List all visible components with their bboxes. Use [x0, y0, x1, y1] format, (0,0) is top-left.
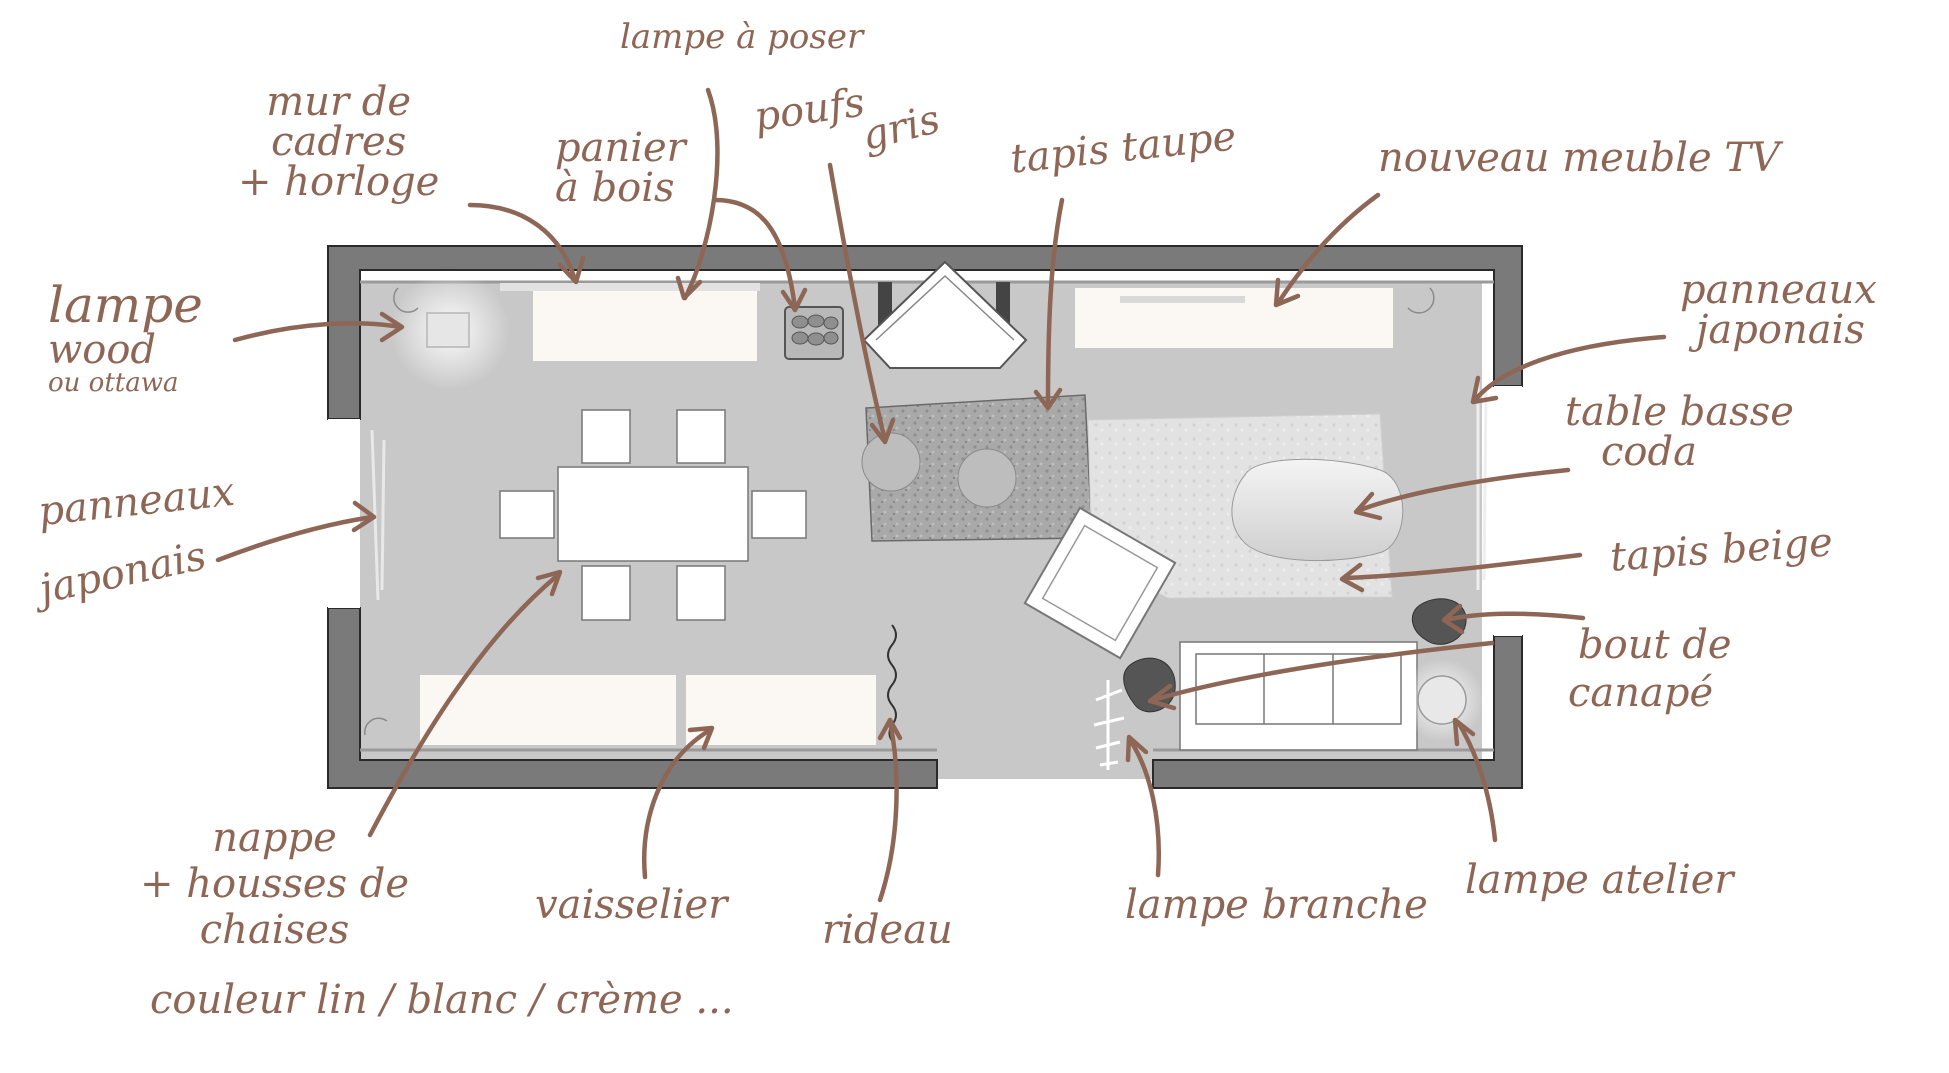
label-lampe-a-poser: lampe à poser [620, 17, 864, 57]
buffet-left [420, 675, 676, 745]
label-lampe-branche: lampe branche [1125, 882, 1428, 928]
label-lampe-wood-l2: wood [48, 327, 157, 373]
label-mur-de-cadres: mur de cadres + horloge [238, 82, 439, 202]
label-bout-l2: canapé [1568, 670, 1714, 716]
label-lampe-wood-l1: lampe [48, 276, 203, 334]
buffet-right [686, 675, 876, 745]
label-panier-l2: à bois [555, 165, 675, 211]
label-nappe-l1: nappe [212, 815, 337, 861]
label-bout-l1: bout de [1578, 622, 1732, 668]
atelier-lamp [1417, 675, 1467, 725]
label-mur-de-cadres-l2: cadres [271, 119, 407, 165]
label-lampe-wood-l3: ou ottawa [48, 368, 179, 398]
label-nouveau-meuble-tv: nouveau meuble TV [1378, 135, 1780, 181]
label-panier-l1: panier [555, 125, 686, 171]
pouf-2 [957, 448, 1017, 508]
label-couleur: couleur lin / blanc / crème ... [150, 977, 734, 1023]
label-table-basse-l2: coda [1601, 429, 1697, 475]
fireplace [862, 260, 1028, 369]
left-window [328, 419, 360, 608]
sideboard-top [533, 291, 757, 361]
branch-lamp [1093, 680, 1125, 770]
label-lampe-wood: lampe wood ou ottawa [48, 280, 203, 396]
label-rideau: rideau [822, 907, 953, 953]
pouf-1 [861, 432, 921, 492]
label-panneaux-japonais-right: panneaux japonais [1680, 270, 1877, 350]
label-mur-de-cadres-l3: + horloge [238, 159, 440, 205]
dining-set [499, 409, 807, 621]
label-pj-right-l2: japonais [1696, 307, 1865, 353]
coffee-table [1231, 458, 1404, 562]
armchair [1023, 506, 1177, 660]
label-pj-right-l1: panneaux [1680, 267, 1877, 313]
label-vaisselier: vaisselier [535, 882, 728, 928]
label-panneaux-japonais-left: panneaux japonais [35, 469, 236, 613]
sofa [1179, 641, 1418, 751]
label-nappe-l3: chaises [199, 907, 350, 953]
label-mur-de-cadres-l1: mur de [266, 79, 412, 125]
label-nappe-l2: + housses de [140, 861, 410, 907]
right-window [1494, 386, 1522, 636]
label-nappe-housses: nappe + housses de chaises [140, 818, 409, 950]
frames-wall [500, 283, 760, 291]
lampe-wood [426, 312, 470, 348]
label-table-basse-coda: table basse coda [1565, 392, 1794, 472]
annotation-arrows [215, 87, 1667, 903]
label-bout-de-canape: bout de canapé [1568, 625, 1732, 713]
label-lampe-atelier: lampe atelier [1465, 857, 1734, 903]
label-panier-a-bois: panier à bois [555, 128, 686, 208]
label-table-basse-l1: table basse [1565, 389, 1794, 435]
tv [1120, 296, 1245, 303]
